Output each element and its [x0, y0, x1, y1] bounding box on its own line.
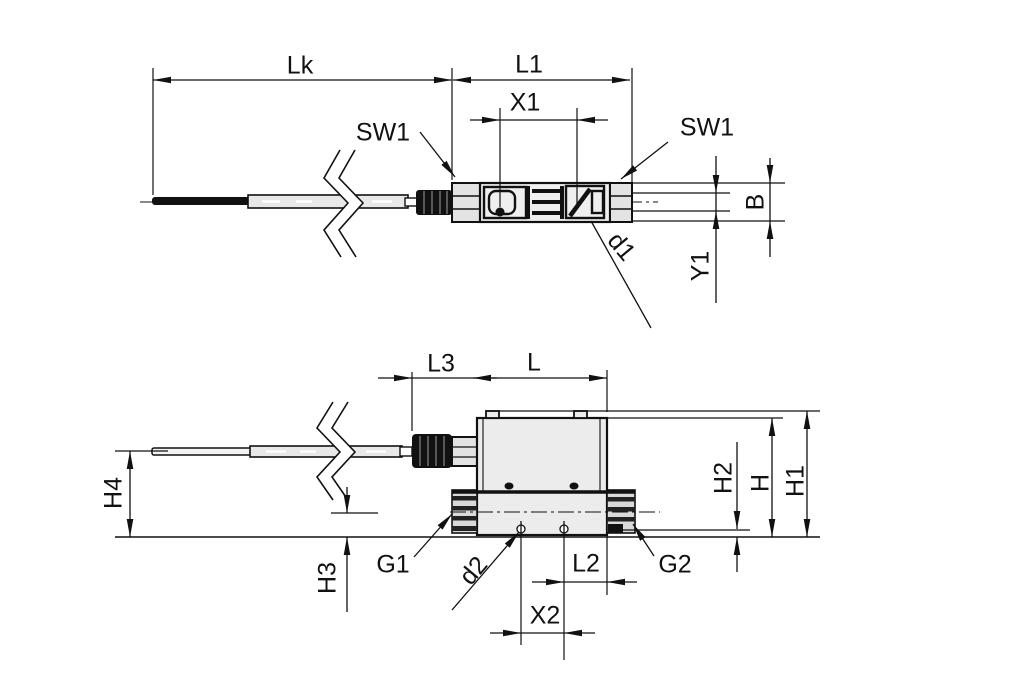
callout-label-sw1-right: SW1 — [679, 113, 735, 142]
callout-label-sw1-left: SW1 — [355, 118, 411, 147]
sensor-body-side — [475, 416, 609, 537]
dim-label-h2: H2 — [709, 462, 738, 494]
hole-d2 — [516, 521, 569, 537]
dim-label-l3: L3 — [427, 349, 455, 378]
dim-label-h4: H4 — [99, 477, 128, 509]
dim-label-h1: H1 — [781, 465, 810, 497]
cable-step — [404, 197, 418, 207]
leader-sw1-left — [419, 131, 456, 178]
cable-step-side — [399, 446, 413, 457]
leader-g1 — [413, 513, 453, 558]
cable-gland — [416, 190, 452, 215]
break-line — [323, 149, 350, 258]
dim-label-y1: Y1 — [686, 250, 715, 282]
break-mask — [317, 402, 355, 500]
cable-gland-side — [412, 434, 452, 468]
bottom-dimension-lines — [126, 374, 811, 637]
probe-tip — [152, 197, 250, 205]
top-view — [140, 68, 785, 329]
hex-nut-right — [609, 182, 633, 223]
break-line — [315, 401, 342, 501]
dim-label-lk: Lk — [286, 51, 314, 80]
callout-label-g1: G1 — [376, 550, 410, 579]
body-tab-right — [573, 410, 588, 419]
leader-d1 — [590, 220, 652, 329]
bottom-view — [115, 370, 820, 660]
hex-nut-left — [451, 182, 481, 223]
leader-g2 — [632, 523, 655, 557]
dim-label-h: H — [746, 473, 775, 493]
dim-label-h3: H3 — [313, 562, 342, 594]
break-line — [330, 401, 357, 501]
dim-label-l1: L1 — [515, 50, 543, 79]
dim-label-l2: L2 — [572, 549, 600, 578]
break-line — [338, 149, 365, 258]
top-extension-lines — [152, 68, 785, 222]
break-mask — [324, 150, 363, 257]
body-tab-left — [485, 410, 500, 419]
dim-label-b: B — [741, 193, 770, 211]
leader-d2 — [451, 531, 520, 611]
hex-nut-side — [451, 436, 478, 467]
top-dimension-lines — [153, 76, 774, 329]
dim-label-l: L — [527, 348, 541, 377]
leader-sw1-right — [620, 141, 669, 180]
callout-label-g2: G2 — [658, 550, 692, 579]
dim-label-x2: X2 — [529, 601, 561, 630]
dim-label-x1: X1 — [509, 88, 541, 117]
